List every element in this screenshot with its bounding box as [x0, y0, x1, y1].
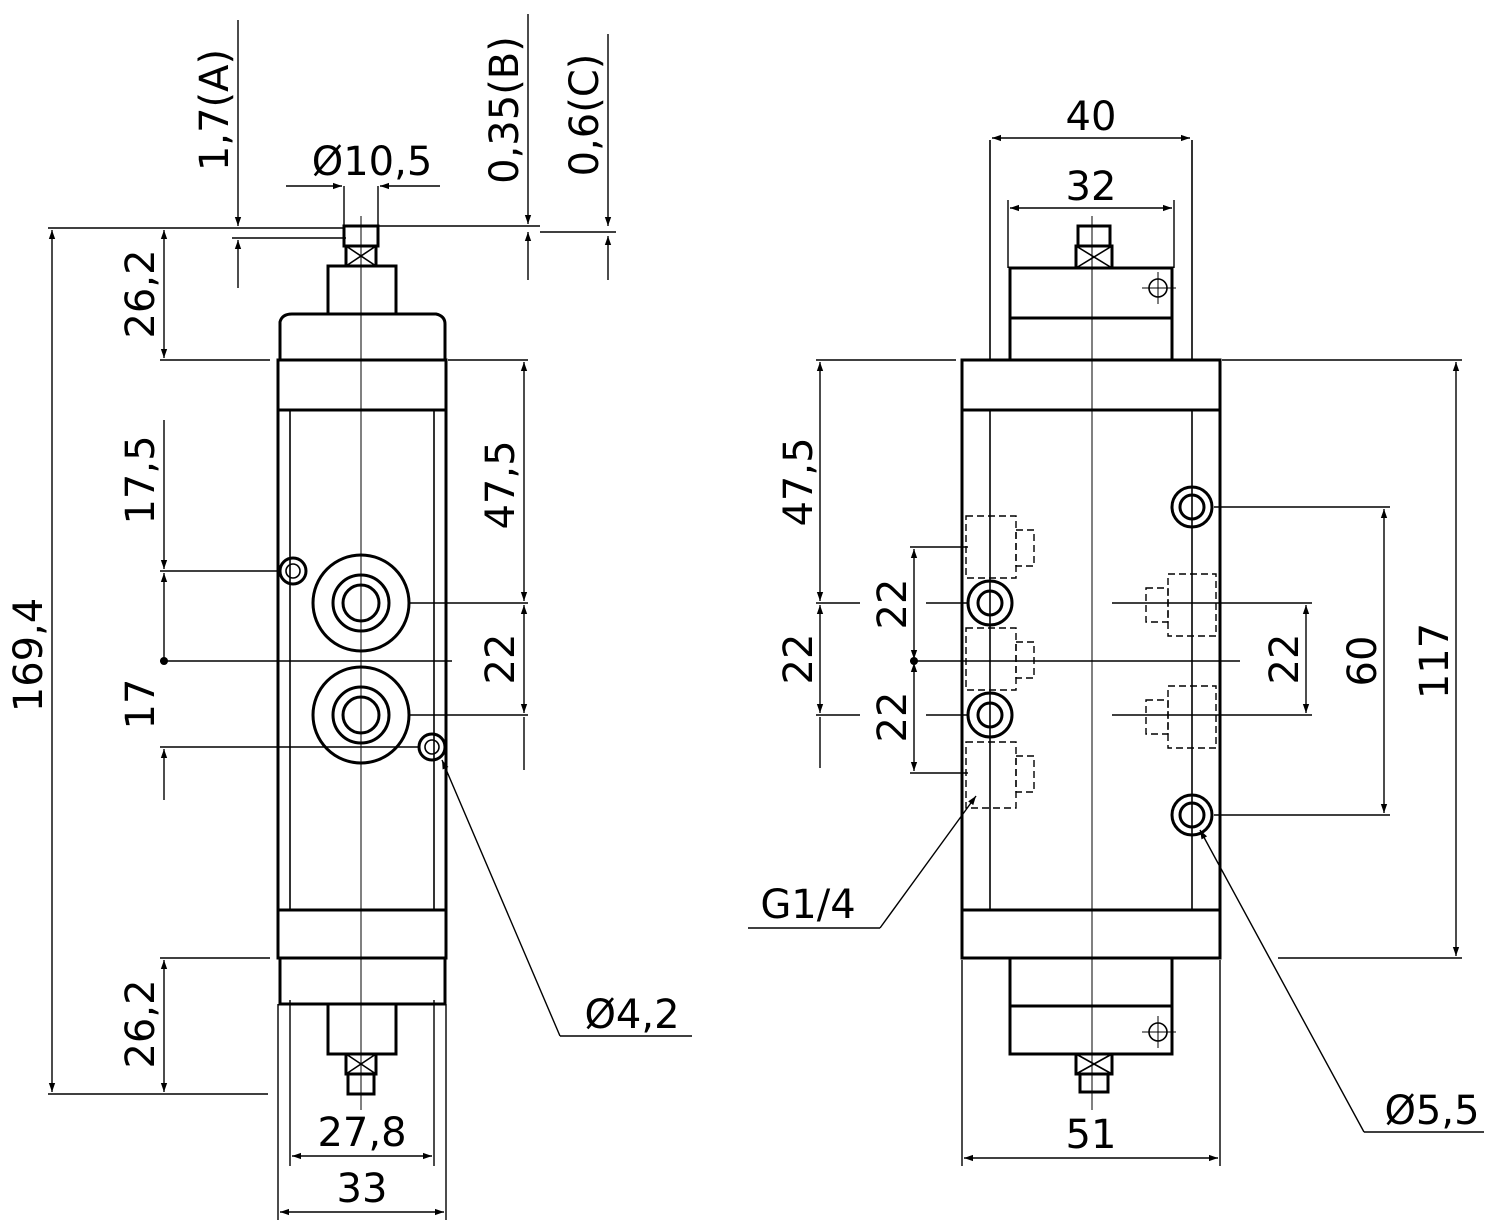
- dim-inner-width: 27,8: [317, 1110, 406, 1156]
- dim-cap-width: 40: [1066, 94, 1117, 140]
- left-top-actuator: [326, 224, 398, 316]
- right-hidden-ports-left: [965, 515, 1035, 809]
- right-hidden-ports-right: [1145, 573, 1217, 749]
- dim-hole-spacing: 60: [1340, 636, 1386, 687]
- dim-tolerance-c: 0,6(C): [562, 54, 608, 177]
- dim-stem-width: 32: [1066, 164, 1117, 210]
- left-bottom-cap: [278, 956, 447, 1006]
- right-top-actuator: [1008, 224, 1176, 362]
- right-bottom-actuator: [1008, 956, 1176, 1094]
- right-mount-hole-upper: [1170, 485, 1214, 529]
- dim-lower-offset: 17: [118, 679, 164, 730]
- left-bottom-actuator: [326, 1002, 398, 1096]
- dim-body-width: 33: [337, 1166, 388, 1212]
- dim-mount-hole: Ø4,2: [584, 992, 679, 1038]
- dim-right-lower-pitch: 22: [870, 692, 916, 743]
- dim-right-body-width: 51: [1066, 1112, 1117, 1158]
- dim-hole-span: 117: [1412, 623, 1458, 699]
- dim-right-upper-pitch: 22: [870, 579, 916, 630]
- dim-top-cap: 26,2: [118, 249, 164, 338]
- dim-tolerance-b: 0,35(B): [482, 36, 528, 184]
- right-mount-hole-lower: [1170, 793, 1214, 837]
- dim-right-mount-hole: Ø5,5: [1384, 1088, 1479, 1134]
- right-body: [960, 358, 1222, 960]
- dim-stem-diameter: Ø10,5: [312, 139, 433, 185]
- dim-overall-length: 169,4: [6, 598, 52, 713]
- left-top-cap: [278, 312, 447, 360]
- dim-bottom-cap: 26,2: [118, 979, 164, 1068]
- dim-port-offset: 47,5: [478, 440, 524, 529]
- dim-port-pitch: 22: [478, 634, 524, 685]
- left-body: [276, 358, 448, 960]
- dim-right-port-offset: 47,5: [776, 437, 822, 526]
- dim-right-port-pitch: 22: [776, 634, 822, 685]
- dim-tolerance-a: 1,7(A): [192, 49, 238, 171]
- dim-upper-offset: 17,5: [118, 435, 164, 524]
- left-mount-hole-lower: [417, 732, 447, 762]
- dim-right-rear-pitch: 22: [1262, 634, 1308, 685]
- right-view: 40 32 47,5 22 22 22 22: [748, 94, 1484, 1166]
- dim-thread: G1/4: [760, 882, 855, 928]
- left-view: 169,4 26,2 26,2 17,5 17 47,5 22: [6, 14, 692, 1220]
- left-mount-hole-upper: [278, 556, 308, 586]
